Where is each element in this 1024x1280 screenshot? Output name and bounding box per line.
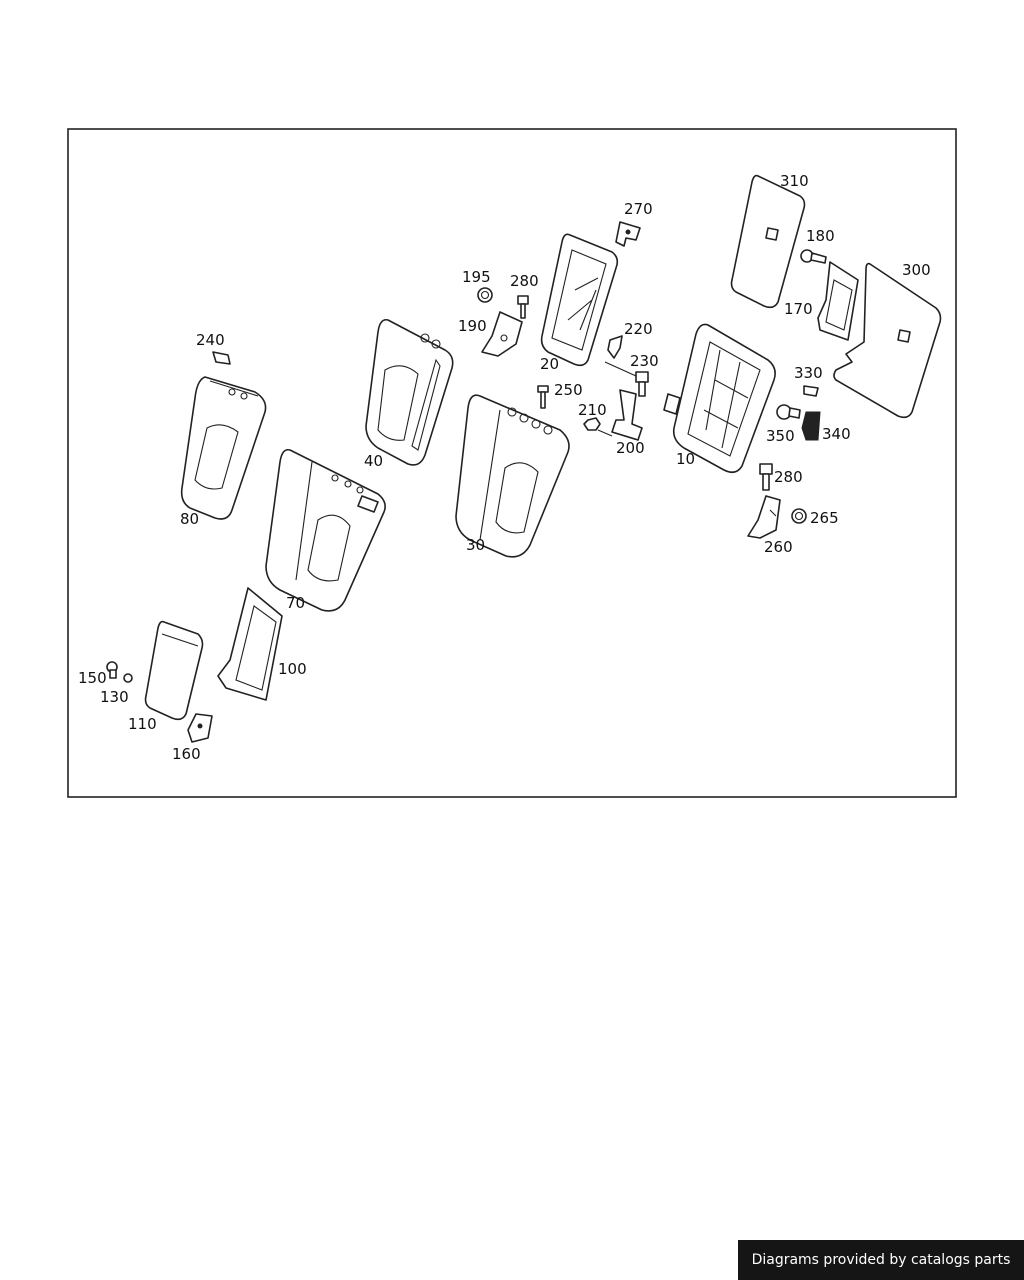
part-330-clip[interactable] [803, 385, 819, 397]
callout-150: 150 [78, 669, 107, 687]
part-350-bolt[interactable] [776, 404, 801, 420]
callout-250: 250 [554, 381, 583, 399]
part-250-bolt[interactable] [537, 385, 549, 409]
part-10-backrest-frame[interactable] [663, 323, 776, 474]
callout-240: 240 [196, 331, 225, 349]
part-30-backrest-cover[interactable] [455, 394, 570, 558]
callout-310: 310 [780, 172, 809, 190]
callout-160: 160 [172, 745, 201, 763]
part-210-nut[interactable] [583, 417, 601, 431]
part-170-bracket[interactable] [817, 261, 859, 341]
callout-110: 110 [128, 715, 157, 733]
callout-40: 40 [364, 452, 383, 470]
callout-10: 10 [676, 450, 695, 468]
part-280-bolt-upper[interactable] [517, 295, 529, 319]
part-195-ring[interactable] [477, 287, 493, 303]
part-265-ring[interactable] [791, 508, 807, 524]
part-130-nut[interactable] [123, 673, 133, 683]
part-40-backrest-cover[interactable] [365, 318, 454, 466]
part-300-back-panel[interactable] [833, 262, 942, 419]
part-310-back-panel[interactable] [730, 174, 806, 309]
callout-350: 350 [766, 427, 795, 445]
callout-130: 130 [100, 688, 129, 706]
callout-210: 210 [578, 401, 607, 419]
part-20-backrest-frame[interactable] [540, 233, 619, 367]
part-220-clip[interactable] [607, 335, 623, 359]
part-260-bracket[interactable] [747, 495, 781, 539]
callout-70: 70 [286, 594, 305, 612]
part-200-hinge[interactable] [597, 389, 643, 441]
callout-170: 170 [784, 300, 813, 318]
part-180-bolt[interactable] [800, 249, 827, 264]
part-240-clip[interactable] [212, 351, 231, 365]
part-230-bolt[interactable] [604, 361, 649, 397]
callout-220: 220 [624, 320, 653, 338]
part-160-bracket[interactable] [187, 713, 213, 743]
callout-20: 20 [540, 355, 559, 373]
part-70-backrest-cover[interactable] [265, 448, 386, 612]
callout-280-upper: 280 [510, 272, 539, 290]
part-100-armrest-frame[interactable] [217, 587, 283, 701]
part-340-latch[interactable] [801, 411, 821, 441]
callout-200: 200 [616, 439, 645, 457]
callout-270: 270 [624, 200, 653, 218]
callout-265: 265 [810, 509, 839, 527]
callout-30: 30 [466, 536, 485, 554]
callout-330: 330 [794, 364, 823, 382]
part-150-screw[interactable] [106, 661, 118, 679]
part-270-bracket[interactable] [615, 221, 641, 247]
part-110-armrest[interactable] [144, 620, 204, 721]
callout-340: 340 [822, 425, 851, 443]
part-190-bracket[interactable] [481, 311, 523, 357]
callout-80: 80 [180, 510, 199, 528]
credit-banner: Diagrams provided by catalogs parts [738, 1240, 1024, 1280]
callout-190: 190 [458, 317, 487, 335]
callout-195: 195 [462, 268, 491, 286]
part-280-bolt-lower[interactable] [759, 463, 773, 491]
part-80-backrest-cover[interactable] [180, 376, 267, 520]
callout-280-lower: 280 [774, 468, 803, 486]
callout-230: 230 [630, 352, 659, 370]
callout-300: 300 [902, 261, 931, 279]
callout-100: 100 [278, 660, 307, 678]
callout-260: 260 [764, 538, 793, 556]
callout-180: 180 [806, 227, 835, 245]
